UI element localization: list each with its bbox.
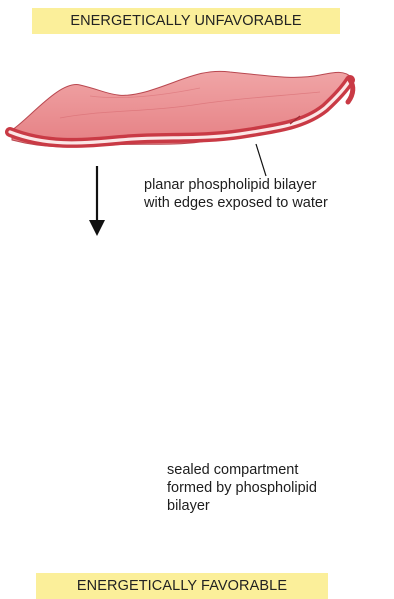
sealed-caption-line-3: bilayer	[167, 497, 317, 515]
planar-caption-pointer	[256, 144, 266, 176]
sealed-caption-line-2: formed by phospholipid	[167, 479, 317, 497]
planar-caption-line-1: planar phospholipid bilayer	[144, 176, 328, 194]
energetically-favorable-label: ENERGETICALLY FAVORABLE	[36, 573, 328, 599]
sealed-caption-line-1: sealed compartment	[167, 461, 317, 479]
planar-caption-line-2: with edges exposed to water	[144, 194, 328, 212]
sealed-compartment-caption: sealed compartment formed by phospholipi…	[167, 461, 317, 515]
planar-bilayer-caption: planar phospholipid bilayer with edges e…	[144, 176, 328, 212]
down-arrow-1	[89, 166, 105, 236]
planar-bilayer-sheet	[10, 71, 353, 147]
